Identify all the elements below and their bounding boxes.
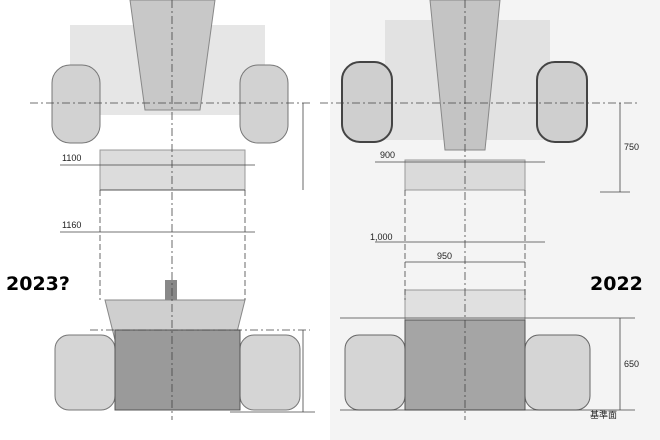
right-rear-view-car [344,289,591,411]
left-dimension-lines [30,0,315,420]
right-dimension-lines [320,0,640,420]
year-label-2023: 2023? [6,273,70,295]
dim-label-950: 950 [437,251,452,261]
year-label-2022: 2022 [590,273,643,295]
dim-label-1100: 1100 [62,153,81,163]
left-rear-view-car [54,280,301,411]
dim-label-650: 650 [624,359,639,369]
dim-label-1000: 1,000 [370,232,393,242]
dim-label-750: 750 [624,142,639,152]
dim-label-1160: 1160 [62,220,81,230]
reference-plane-label: 基準面 [590,409,617,420]
right-front-view-car [341,0,588,191]
dim-label-900: 900 [380,150,395,160]
left-front-view-car [51,0,289,191]
